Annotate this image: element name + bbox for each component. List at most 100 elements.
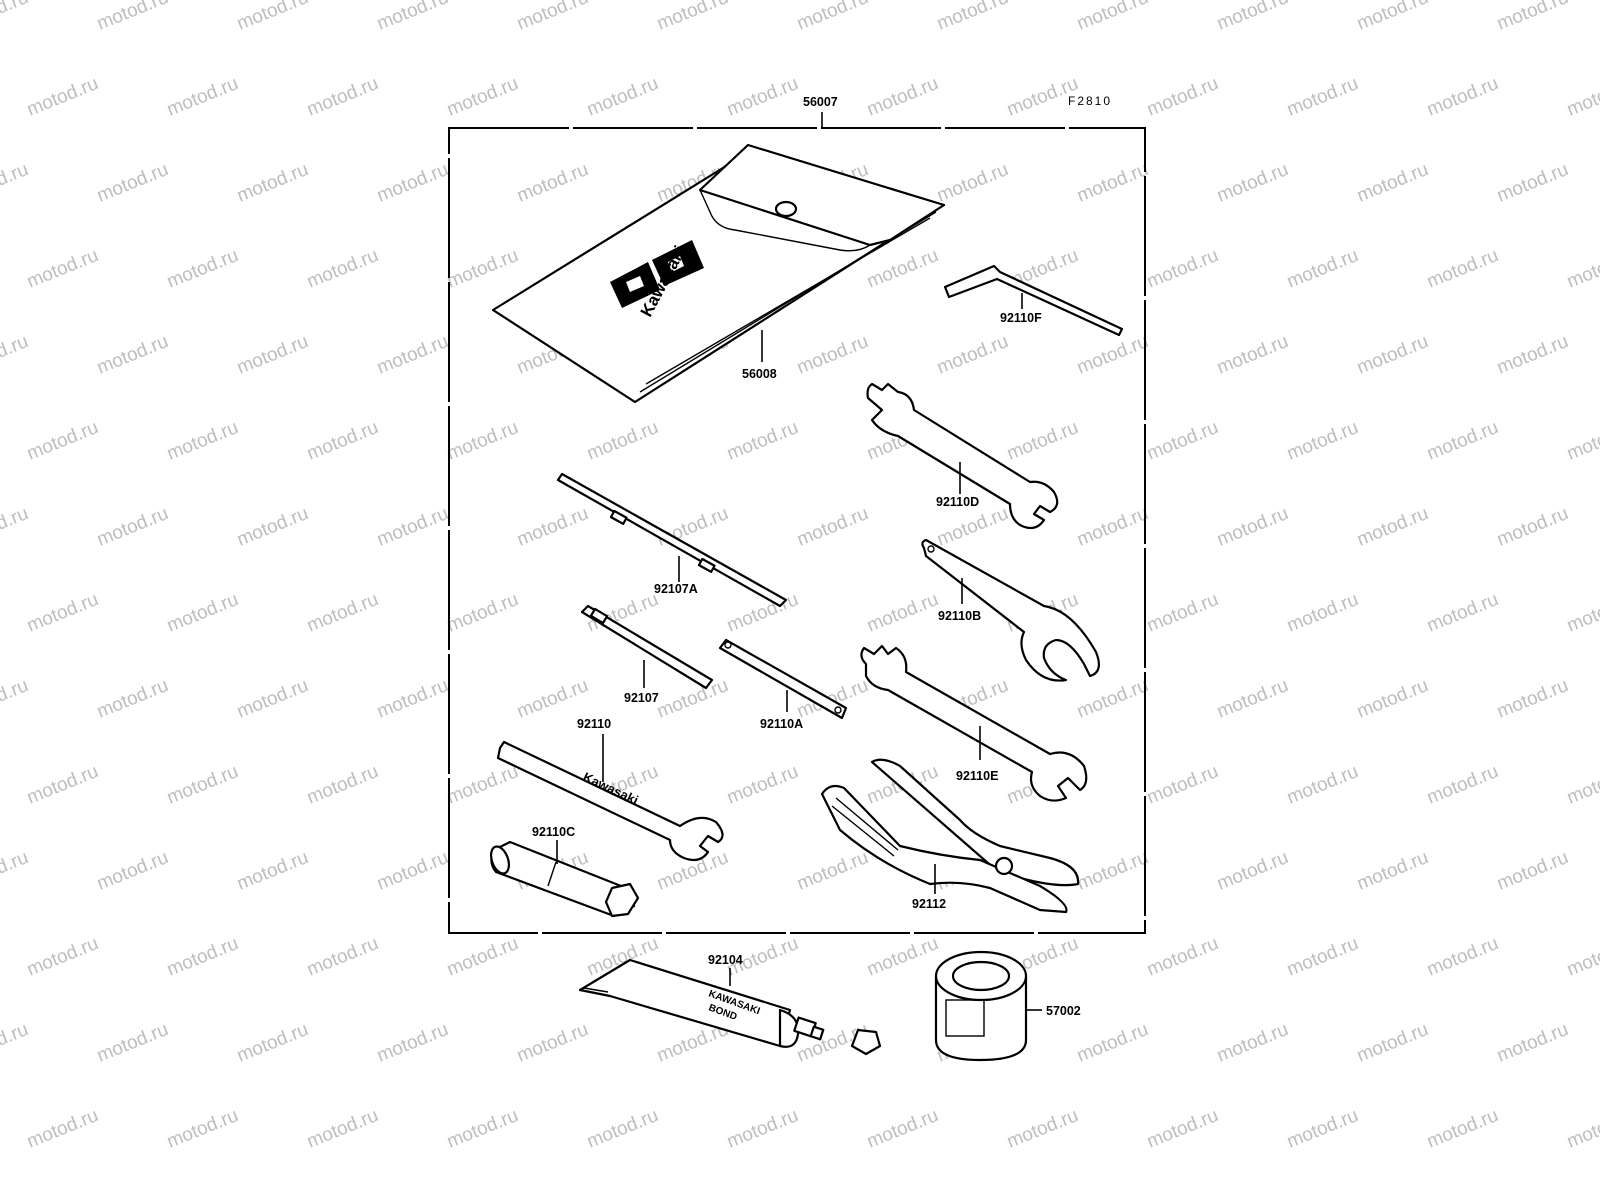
watermark-text: motod.ru	[24, 1105, 101, 1153]
watermark-text: motod.ru	[164, 1105, 241, 1153]
single-end-wrench-drawing: Kawasaki	[496, 740, 724, 862]
part-label-92110F: 92110F	[1000, 311, 1042, 325]
watermark-text: motod.ru	[1494, 0, 1571, 35]
watermark-text: motod.ru	[24, 933, 101, 981]
watermark-text: motod.ru	[514, 675, 591, 723]
watermark-text: motod.ru	[864, 933, 941, 981]
watermark-text: motod.ru	[1214, 1019, 1291, 1067]
watermark-text: motod.ru	[1494, 503, 1571, 551]
watermark-text: motod.ru	[1284, 761, 1361, 809]
watermark-text: motod.ru	[24, 761, 101, 809]
watermark-text: motod.ru	[1284, 73, 1361, 121]
watermark-text: motod.ru	[164, 73, 241, 121]
part-label-92110A: 92110A	[760, 717, 803, 731]
watermark-text: motod.ru	[1144, 1105, 1221, 1153]
watermark-text: motod.ru	[934, 331, 1011, 379]
flat-wrench-drawing	[718, 638, 848, 720]
watermark-text: motod.ru	[584, 73, 661, 121]
watermark-text: motod.ru	[514, 0, 591, 35]
watermark-text: motod.ru	[654, 675, 731, 723]
watermark-text: motod.ru	[304, 417, 381, 465]
watermark-text: motod.ru	[94, 1019, 171, 1067]
open-end-wrench-large-drawing	[866, 382, 1059, 530]
watermark-text: motod.ru	[1354, 675, 1431, 723]
watermark-text: motod.ru	[654, 503, 731, 551]
watermark-text: motod.ru	[164, 933, 241, 981]
watermark-text: motod.ru	[724, 761, 801, 809]
watermark-text: motod.ru	[0, 847, 31, 895]
part-label-92110D: 92110D	[936, 495, 979, 509]
part-label-92107: 92107	[624, 691, 659, 705]
watermark-text: motod.ru	[164, 761, 241, 809]
watermark-text: motod.ru	[1564, 417, 1600, 465]
watermark-text: motod.ru	[0, 159, 31, 207]
watermark-text: motod.ru	[0, 331, 31, 379]
watermark-text: motod.ru	[1214, 675, 1291, 723]
watermark-text: motod.ru	[1424, 589, 1501, 637]
watermark-text: motod.ru	[864, 73, 941, 121]
watermark-text: motod.ru	[0, 503, 31, 551]
watermark-text: motod.ru	[1354, 331, 1431, 379]
watermark-text: motod.ru	[1284, 589, 1361, 637]
watermark-text: motod.ru	[374, 847, 451, 895]
watermark-text: motod.ru	[1354, 503, 1431, 551]
watermark-text: motod.ru	[24, 589, 101, 637]
part-label-92104: 92104	[708, 953, 743, 967]
pliers-drawing	[820, 758, 1080, 914]
watermark-text: motod.ru	[864, 589, 941, 637]
watermark-text: motod.ru	[584, 1105, 661, 1153]
watermark-text: motod.ru	[94, 159, 171, 207]
watermark-text: motod.ru	[234, 331, 311, 379]
part-label-92107A: 92107A	[654, 582, 698, 596]
watermark-text: motod.ru	[374, 503, 451, 551]
watermark-text: motod.ru	[1074, 675, 1151, 723]
watermark-text: motod.ru	[1494, 847, 1571, 895]
watermark-text: motod.ru	[304, 761, 381, 809]
part-label-92110E: 92110E	[956, 769, 998, 783]
part-label-57002: 57002	[1046, 1004, 1081, 1018]
watermark-text: motod.ru	[1354, 847, 1431, 895]
watermark-text: motod.ru	[1424, 1105, 1501, 1153]
tool-bag-drawing: Kawasaki	[491, 143, 946, 404]
watermark-text: motod.ru	[1564, 73, 1600, 121]
part-label-92110B: 92110B	[938, 609, 981, 623]
watermark-text: motod.ru	[1424, 417, 1501, 465]
watermark-text: motod.ru	[794, 503, 871, 551]
watermark-text: motod.ru	[1354, 1019, 1431, 1067]
watermark-text: motod.ru	[1494, 159, 1571, 207]
watermark-text: motod.ru	[1214, 331, 1291, 379]
watermark-text: motod.ru	[1214, 159, 1291, 207]
watermark-text: motod.ru	[1354, 0, 1431, 35]
watermark-text: motod.ru	[864, 245, 941, 293]
watermark-text: motod.ru	[1564, 1105, 1600, 1153]
watermark-text: motod.ru	[584, 417, 661, 465]
kit-border	[448, 127, 1146, 934]
watermark-text: motod.ru	[444, 245, 521, 293]
watermark-text: motod.ru	[1074, 1019, 1151, 1067]
watermark-text: motod.ru	[1494, 1019, 1571, 1067]
watermark-text: motod.ru	[514, 503, 591, 551]
watermark-text: motod.ru	[234, 159, 311, 207]
watermark-text: motod.ru	[234, 847, 311, 895]
watermark-text: motod.ru	[24, 73, 101, 121]
watermark-text: motod.ru	[794, 675, 871, 723]
watermark-text: motod.ru	[374, 675, 451, 723]
watermark-text: motod.ru	[794, 847, 871, 895]
watermark-text: motod.ru	[1074, 847, 1151, 895]
watermark-text: motod.ru	[1074, 159, 1151, 207]
watermark-text: motod.ru	[1424, 73, 1501, 121]
watermark-text: motod.ru	[1564, 245, 1600, 293]
part-label-56007: 56007	[803, 95, 838, 109]
watermark-text: motod.ru	[94, 675, 171, 723]
watermark-text: motod.ru	[164, 417, 241, 465]
watermark-text: motod.ru	[1214, 0, 1291, 35]
grease-can-drawing	[934, 950, 1028, 1062]
watermark-text: motod.ru	[304, 73, 381, 121]
watermark-text: motod.ru	[444, 589, 521, 637]
watermark-text: motod.ru	[0, 675, 31, 723]
watermark-text: motod.ru	[514, 159, 591, 207]
watermark-text: motod.ru	[724, 1105, 801, 1153]
part-label-56008: 56008	[742, 367, 777, 381]
watermark-text: motod.ru	[1004, 1105, 1081, 1153]
